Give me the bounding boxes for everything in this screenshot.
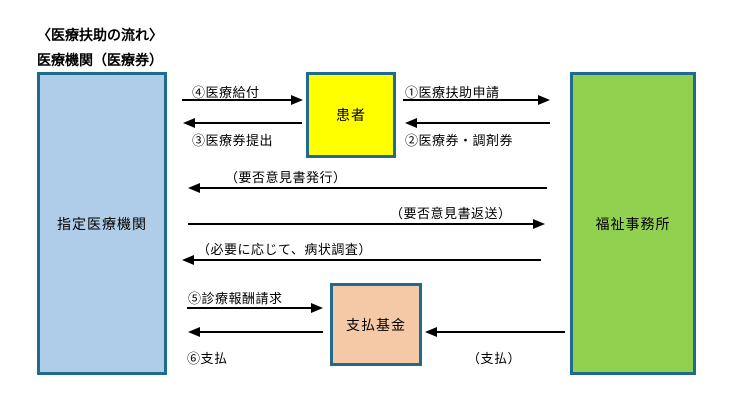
arrow-medical-benefit: [182, 99, 291, 101]
box-label-welfare-office: 福祉事務所: [595, 217, 671, 233]
label-condition-survey: （必要に応じて、病状調査）: [197, 242, 372, 257]
label-opinion-letter-return: （要否意見書返送）: [390, 206, 512, 221]
arrow-payment-to-institution: [200, 331, 323, 333]
arrow-opinion-letter-issuance: [200, 187, 547, 189]
label-medical-assistance-application: ①医療扶助申請: [405, 85, 500, 100]
arrow-opinion-letter-return: [188, 223, 533, 225]
arrow-medical-pharmacy-ticket: [417, 122, 550, 124]
label-medical-fee-claim: ⑤診療報酬請求: [188, 291, 283, 306]
label-medical-benefit: ④医療給付: [192, 85, 260, 100]
label-payment-to-institution: ⑥支払: [187, 351, 228, 366]
box-payment-fund: 支払基金: [330, 283, 422, 366]
arrow-condition-survey: [194, 259, 541, 261]
label-opinion-letter-issuance: （要否意見書発行）: [225, 170, 347, 185]
box-patient: 患者: [306, 72, 396, 158]
box-designated-medical-institution: 指定医療機関: [37, 72, 167, 375]
box-welfare-office: 福祉事務所: [570, 72, 696, 375]
arrow-medical-fee-claim: [187, 307, 311, 309]
diagram-title: 〈医療扶助の流れ〉: [37, 27, 163, 43]
label-medical-ticket-submission: ③医療券提出: [192, 133, 274, 148]
box-label-designated-medical-institution: 指定医療機関: [57, 217, 147, 233]
box-label-payment-fund: 支払基金: [346, 318, 406, 334]
label-medical-pharmacy-ticket: ②医療券・調剤券: [405, 133, 514, 148]
arrow-payment-to-fund: [437, 331, 565, 333]
arrow-medical-ticket-submission: [195, 122, 302, 124]
label-payment-to-fund: （支払）: [467, 351, 522, 366]
arrow-medical-assistance-application: [403, 99, 538, 101]
diagram-subtitle: 医療機関（医療券）: [37, 54, 163, 69]
box-label-patient: 患者: [336, 109, 366, 124]
